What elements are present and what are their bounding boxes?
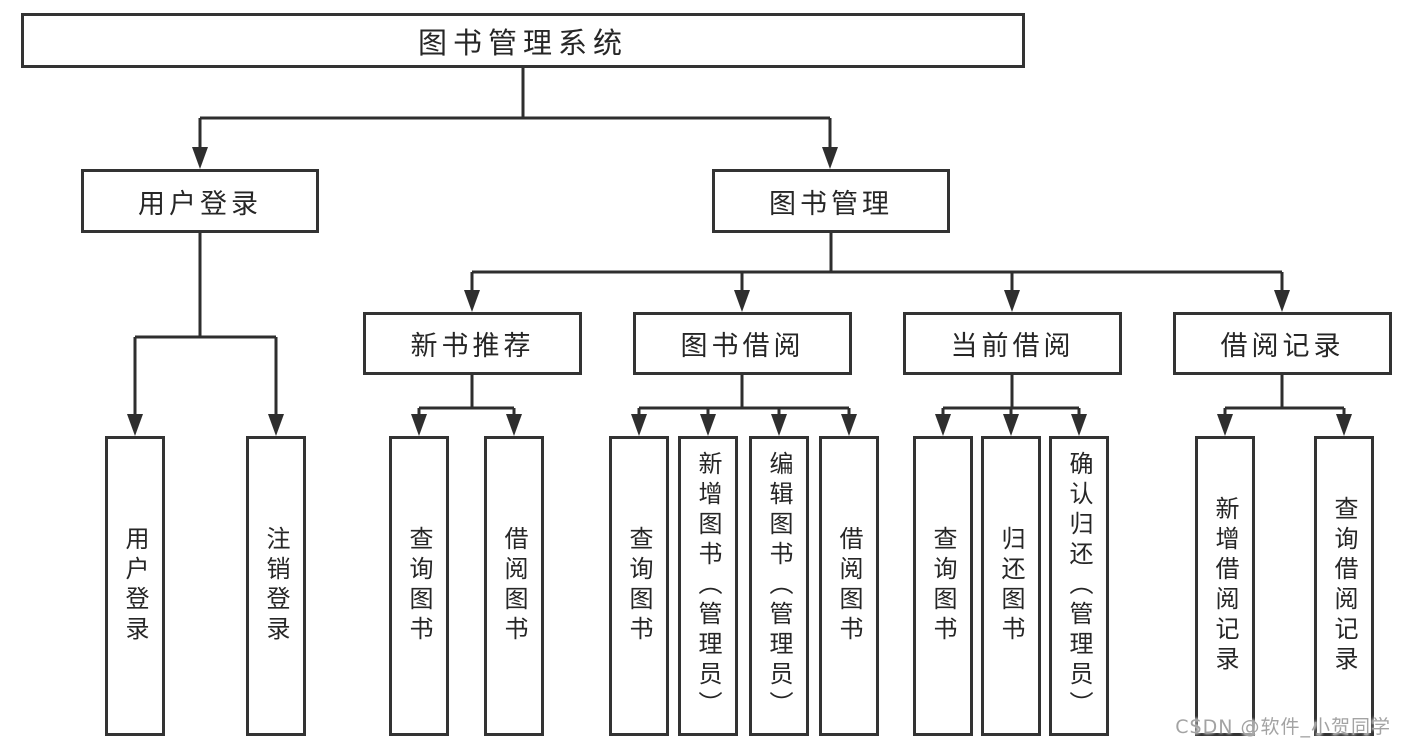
node-user-login: 用户登录 — [81, 169, 319, 233]
leaf-confirm-return-admin: 确认归还（管理员） — [1049, 436, 1109, 736]
node-label: 新书推荐 — [410, 331, 535, 362]
connector-shafts — [133, 68, 1346, 420]
node-label: 编辑图书（管理员） — [765, 451, 793, 721]
node-label: 图书借阅 — [680, 331, 805, 362]
node-label: 归还图书 — [997, 526, 1025, 646]
node-label: 借阅图书 — [835, 526, 863, 646]
node-label: 借阅记录 — [1220, 331, 1345, 362]
node-label: 用户登录 — [138, 188, 262, 220]
leaf-borrow-books: 借阅图书 — [484, 436, 544, 736]
node-new-book-recommendation: 新书推荐 — [363, 312, 582, 375]
node-label: 新增借阅记录 — [1211, 496, 1239, 676]
leaf-query-borrow-record: 查询借阅记录 — [1314, 436, 1374, 736]
node-label: 查询图书 — [929, 526, 957, 646]
node-book-management: 图书管理 — [712, 169, 950, 233]
leaf-add-borrow-record: 新增借阅记录 — [1195, 436, 1255, 736]
node-label: 图书管理系统 — [417, 25, 628, 60]
leaf-add-books-admin: 新增图书（管理员） — [678, 436, 738, 736]
node-label: 查询借阅记录 — [1330, 496, 1358, 676]
node-library-management-system: 图书管理系统 — [21, 13, 1025, 68]
leaf-return-books: 归还图书 — [981, 436, 1041, 736]
leaf-logout: 注销登录 — [246, 436, 306, 736]
node-label: 查询图书 — [625, 526, 653, 646]
node-label: 注销登录 — [262, 526, 290, 646]
node-current-borrowing: 当前借阅 — [903, 312, 1122, 375]
node-label: 当前借阅 — [950, 331, 1075, 362]
leaf-query-books: 查询图书 — [609, 436, 669, 736]
node-label: 图书管理 — [769, 188, 893, 220]
leaf-borrow-books: 借阅图书 — [819, 436, 879, 736]
node-label: 用户登录 — [121, 526, 149, 646]
node-label: 查询图书 — [405, 526, 433, 646]
node-book-borrowing: 图书借阅 — [633, 312, 852, 375]
leaf-edit-books-admin: 编辑图书（管理员） — [749, 436, 809, 736]
node-label: 确认归还（管理员） — [1065, 451, 1093, 721]
csdn-watermark: CSDN @软件_小贺同学 — [1175, 716, 1391, 738]
leaf-user-login: 用户登录 — [105, 436, 165, 736]
node-label: 借阅图书 — [500, 526, 528, 646]
node-label: 新增图书（管理员） — [694, 451, 722, 721]
node-borrowing-records: 借阅记录 — [1173, 312, 1392, 375]
leaf-query-books: 查询图书 — [389, 436, 449, 736]
leaf-query-books: 查询图书 — [913, 436, 973, 736]
